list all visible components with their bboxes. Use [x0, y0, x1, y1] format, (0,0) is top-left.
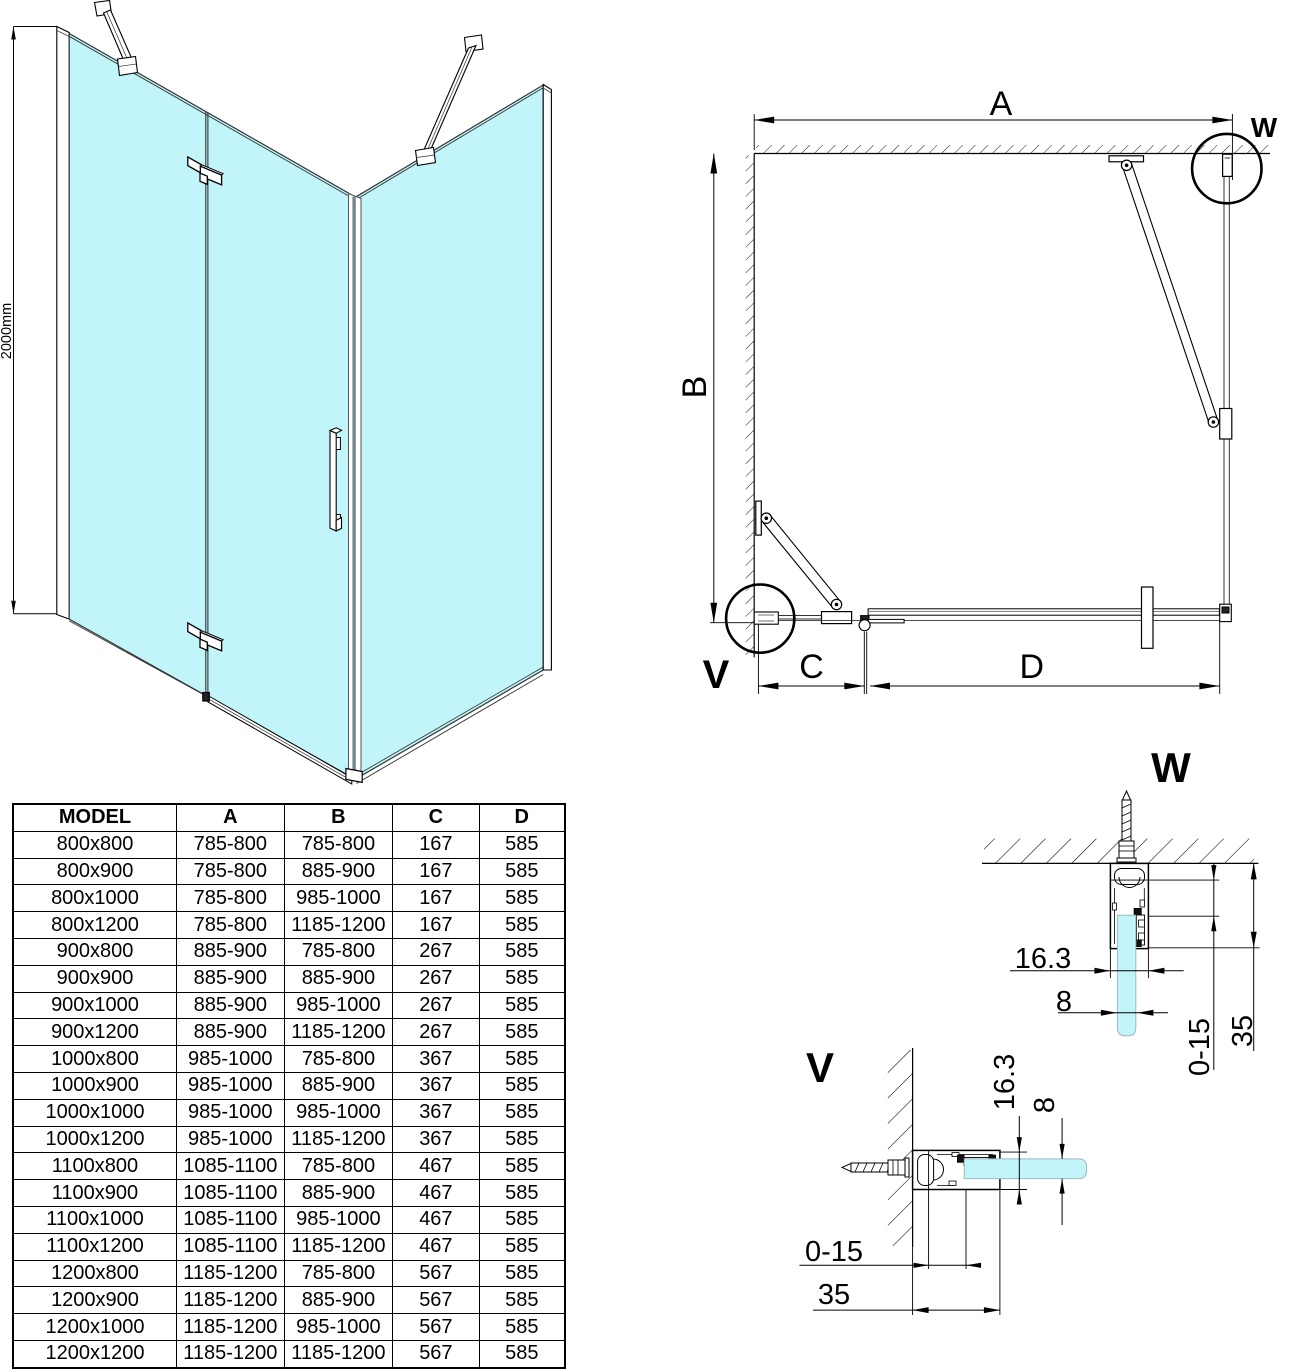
svg-text:0-15: 0-15	[1184, 1018, 1216, 1076]
svg-text:16.3: 16.3	[1015, 943, 1071, 975]
svg-text:C: C	[799, 648, 824, 686]
svg-text:35: 35	[818, 1279, 850, 1311]
svg-text:V: V	[806, 1044, 834, 1091]
svg-text:A: A	[990, 85, 1013, 123]
svg-text:V: V	[703, 653, 730, 697]
svg-text:B: B	[676, 376, 714, 399]
svg-text:35: 35	[1227, 1015, 1259, 1047]
svg-text:0-15: 0-15	[805, 1236, 863, 1268]
svg-text:W: W	[1251, 112, 1278, 143]
svg-text:8: 8	[1056, 986, 1072, 1018]
svg-text:D: D	[1020, 648, 1045, 686]
svg-text:2000mm: 2000mm	[0, 303, 15, 359]
svg-text:16.3: 16.3	[989, 1054, 1021, 1110]
svg-text:W: W	[1151, 744, 1191, 791]
svg-text:8: 8	[1029, 1097, 1061, 1113]
